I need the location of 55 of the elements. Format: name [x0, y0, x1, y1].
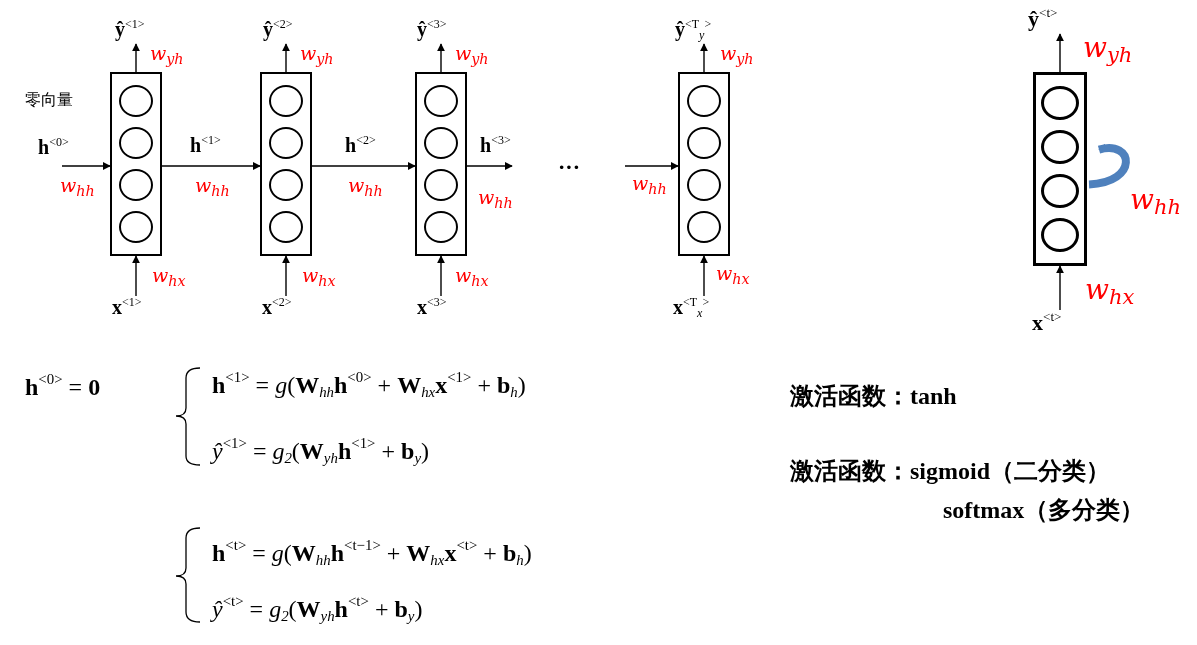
rnn-cell-box	[260, 72, 312, 256]
vector-symbol: x$^{<t>}$	[1032, 310, 1062, 335]
vector-symbol: x$^{<2>}$	[262, 296, 292, 318]
note-text: 零向量	[25, 90, 73, 110]
vector-symbol: x$^{<1>}$	[112, 296, 142, 318]
equation: ŷ$^{<t>}$ = g$_{2}$(W$_{yh}$h$^{<t>}$ + b$_{y}$)	[212, 594, 423, 624]
arrow	[132, 255, 140, 297]
weight-label: w$_{hx}$	[1085, 276, 1135, 309]
rnn-cell-box	[415, 72, 467, 256]
vector-symbol: ŷ$^{<3>}$	[417, 18, 447, 40]
weight-label: w$_{hh}$	[478, 188, 513, 210]
arrow	[311, 162, 416, 170]
arrow	[61, 162, 111, 170]
equation: h$^{<0>}$ = 0	[25, 372, 101, 400]
vector-symbol: x$^{<3>}$	[417, 296, 447, 318]
arrow	[700, 43, 708, 73]
arrow	[282, 255, 290, 297]
equation: h$^{<t>}$ = g(W$_{hh}$h$^{<t−1>}$ + W$_{hx}$x$^{<t>}$ + b$_{h}$)	[212, 538, 532, 568]
arrow	[1056, 33, 1064, 73]
arrow	[437, 43, 445, 73]
weight-label: w$_{hh}$	[1130, 186, 1182, 219]
weight-label: w$_{yh}$	[720, 44, 754, 66]
activation-note: 激活函数：sigmoid（二分类）	[790, 457, 1110, 486]
equation: ŷ$^{<1>}$ = g$_{2}$(W$_{yh}$h$^{<1>}$ + b$_{y}$)	[212, 436, 429, 466]
activation-note: 激活函数：tanh	[790, 382, 957, 411]
weight-label: w$_{yh}$	[1083, 34, 1133, 67]
arrow	[282, 43, 290, 73]
vector-symbol: ŷ$^{<2>}$	[263, 18, 293, 40]
arrow	[1088, 144, 1130, 189]
weight-label: w$_{hx}$	[455, 266, 489, 288]
weight-label: w$_{hx}$	[152, 266, 186, 288]
weight-label: w$_{yh}$	[455, 44, 489, 66]
vector-symbol: ŷ$^{<t>}$	[1028, 6, 1058, 31]
weight-label: w$_{yh}$	[300, 44, 334, 66]
arrow	[624, 162, 679, 170]
weight-label: w$_{hh}$	[60, 176, 95, 198]
activation-note: softmax（多分类）	[943, 496, 1145, 525]
weight-label: w$_{hx}$	[302, 266, 336, 288]
arrow	[466, 162, 513, 170]
weight-label: w$_{hx}$	[716, 264, 750, 286]
rnn-cell-box	[678, 72, 730, 256]
rnn-cell-box	[1033, 72, 1087, 266]
rnn-cell-box	[110, 72, 162, 256]
arrow	[132, 43, 140, 73]
vector-symbol: ŷ$^{<1>}$	[115, 18, 145, 40]
weight-label: w$_{yh}$	[150, 44, 184, 66]
arrow	[161, 162, 261, 170]
weight-label: w$_{hh}$	[348, 176, 383, 198]
arrow	[437, 255, 445, 297]
weight-label: w$_{hh}$	[632, 174, 667, 196]
arrow	[700, 255, 708, 297]
equation: h$^{<1>}$ = g(W$_{hh}$h$^{<0>}$ + W$_{hx}$x$^{<1>}$ + b$_{h}$)	[212, 370, 526, 400]
weight-label: w$_{hh}$	[195, 176, 230, 198]
arrow	[1056, 265, 1064, 311]
ellipsis: ···	[558, 154, 580, 180]
